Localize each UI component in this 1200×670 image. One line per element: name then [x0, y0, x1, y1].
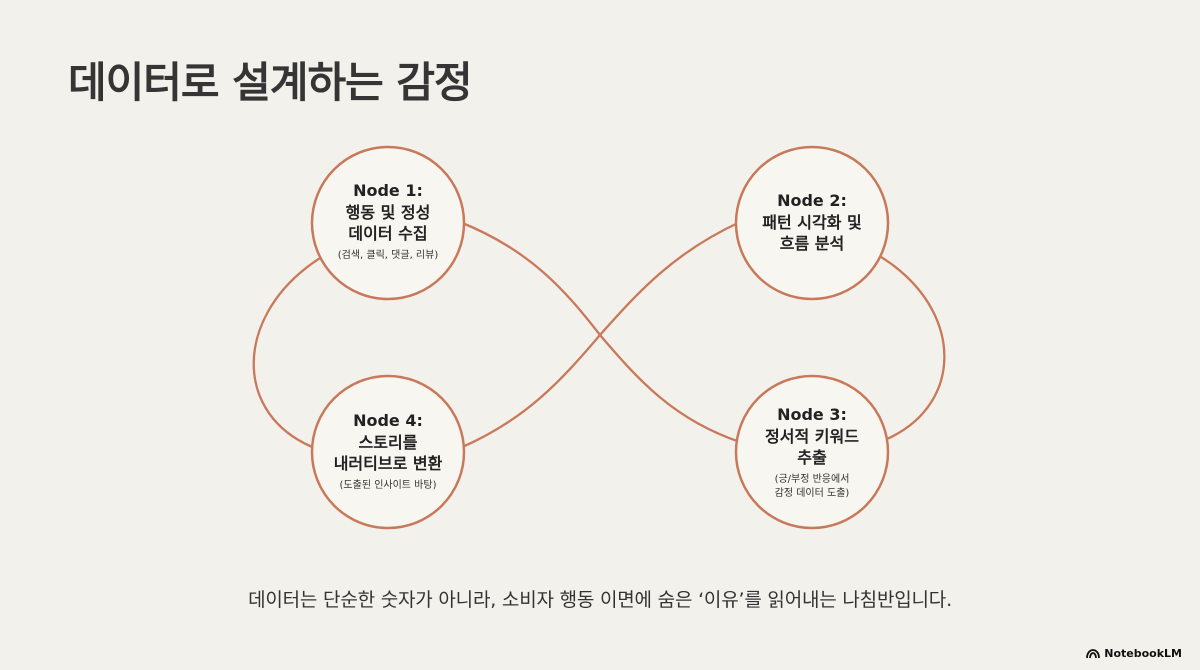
node-2-heading: Node 2: 패턴 시각화 및 흐름 분석 — [762, 191, 862, 254]
node-3-label: Node 3: 정서적 키워드 추출 (긍/부정 반응에서 감정 데이터 도출) — [737, 404, 887, 502]
node-4-heading: Node 4: 스토리를 내러티브로 변환 — [333, 411, 443, 474]
caption-text: 데이터는 단순한 숫자가 아니라, 소비자 행동 이면에 숨은 ‘이유’를 읽어… — [248, 589, 952, 611]
node-3-circle — [734, 374, 890, 530]
node-1-circle — [310, 145, 466, 301]
node-4-circle — [310, 374, 466, 530]
notebooklm-icon — [1086, 648, 1101, 658]
node-3-subtitle: (긍/부정 반응에서 감정 데이터 도출) — [774, 473, 850, 500]
node-4-label: Node 4: 스토리를 내러티브로 변환 (도출된 인사이트 바탕) — [313, 410, 463, 493]
brand-label: NotebookLM — [1104, 647, 1182, 660]
node-2-circle — [734, 145, 890, 301]
notebooklm-branding: NotebookLM — [1086, 647, 1182, 660]
page-title: 데이터로 설계하는 감정 — [68, 58, 473, 107]
node-4-subtitle: (도출된 인사이트 바탕) — [339, 479, 437, 491]
node-2-label: Node 2: 패턴 시각화 및 흐름 분석 — [737, 190, 887, 259]
node-1-subtitle: (검색, 클릭, 댓글, 리뷰) — [337, 249, 439, 261]
node-3-heading: Node 3: 정서적 키워드 추출 — [765, 405, 859, 468]
node-1-label: Node 1: 행동 및 정성 데이터 수집 (검색, 클릭, 댓글, 리뷰) — [313, 180, 463, 263]
node-1-heading: Node 1: 행동 및 정성 데이터 수집 — [345, 181, 431, 244]
